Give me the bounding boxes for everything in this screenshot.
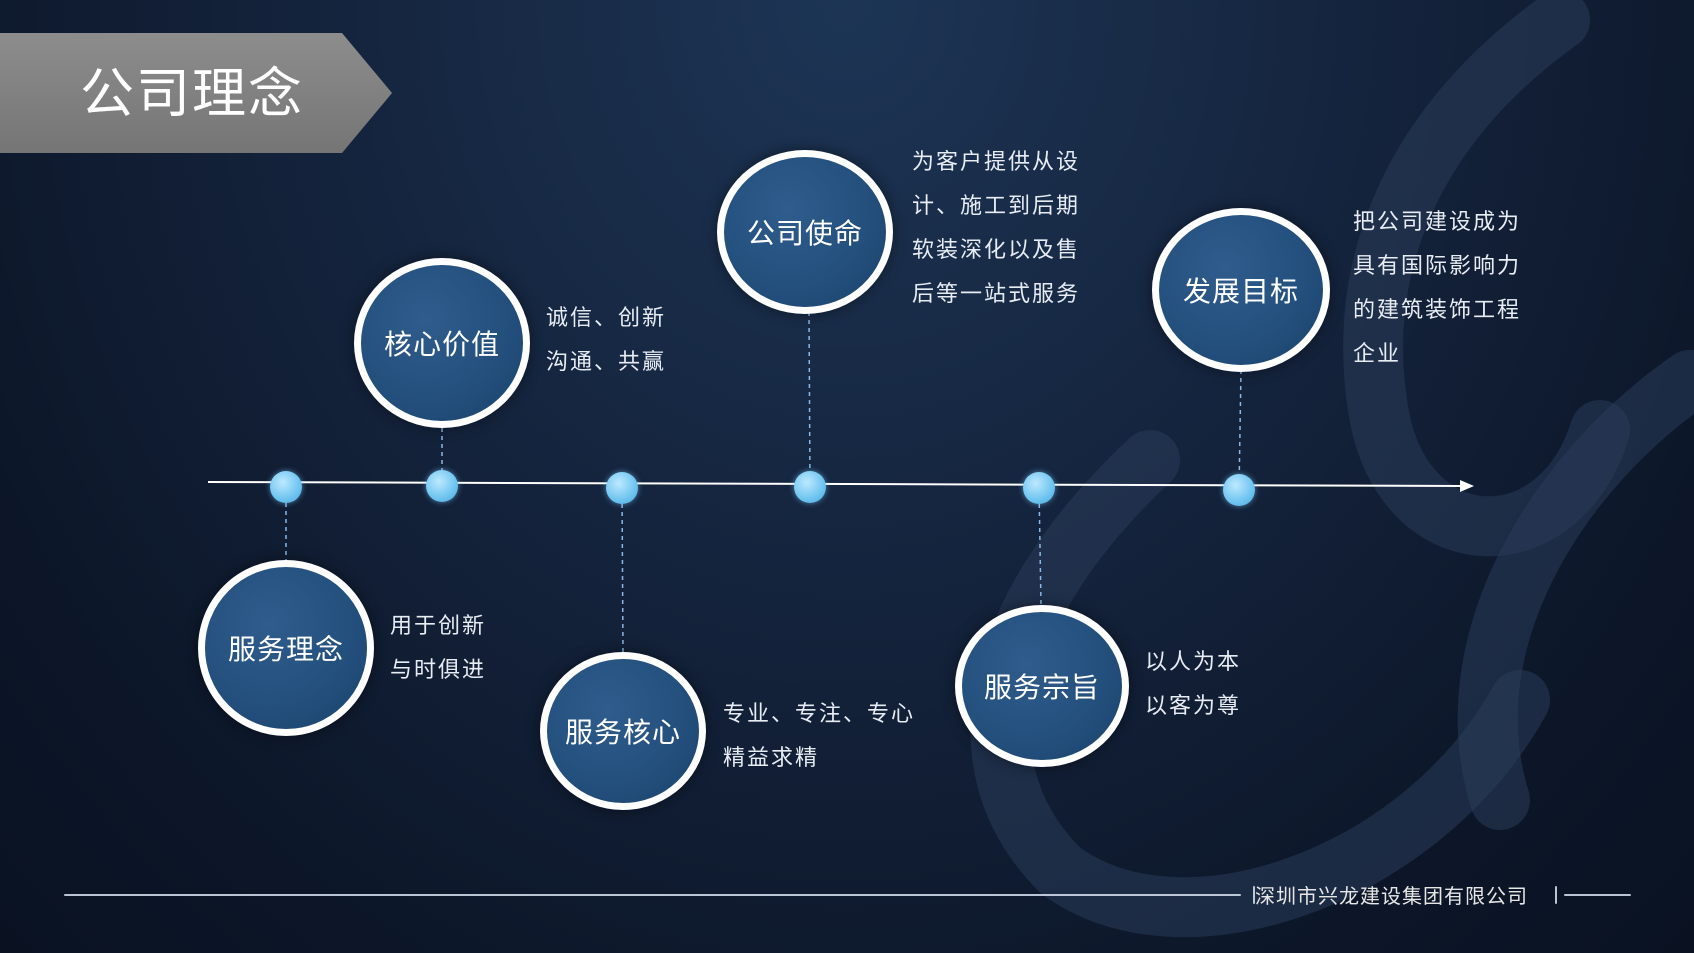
node-company-mission: 公司使命 [717, 150, 893, 314]
description-line: 后等一站式服务 [912, 282, 1081, 307]
timeline-dot [1223, 474, 1255, 506]
title-banner [0, 33, 392, 153]
node-label: 公司使命 [746, 217, 863, 250]
description-line: 用于创新 [390, 614, 487, 639]
description-line: 沟通、共赢 [546, 350, 667, 375]
timeline-dot [794, 471, 826, 503]
connector-3 [621, 487, 624, 656]
node-description: 专业、专注、专心 精益求精 [723, 693, 915, 781]
timeline-dot [606, 472, 638, 504]
description-line: 诚信、创新 [546, 306, 667, 331]
page-title: 公司理念 [80, 62, 304, 125]
description-line: 软装深化以及售 [912, 238, 1081, 263]
description-line: 与时俱进 [390, 658, 487, 683]
timeline-axis [207, 481, 1463, 487]
node-description: 诚信、创新 沟通、共赢 [546, 297, 666, 385]
node-development-goal: 发展目标 [1152, 208, 1330, 372]
node-description: 为客户提供从设 计、施工到后期 软装深化以及售 后等一站式服务 [912, 141, 1080, 317]
footer-company-name: 深圳市兴龙建设集团有限公司 [1255, 884, 1528, 908]
connector-6 [1238, 369, 1242, 491]
description-line: 专业、专注、专心 [723, 702, 916, 727]
timeline-arrow-icon [1460, 480, 1474, 492]
description-line: 以客为尊 [1145, 694, 1242, 719]
description-line: 把公司建设成为 [1353, 210, 1522, 235]
description-line: 计、施工到后期 [912, 194, 1081, 219]
connector-5 [1038, 487, 1042, 606]
description-line: 为客户提供从设 [912, 150, 1081, 175]
node-core-values: 核心价值 [354, 258, 530, 428]
node-label: 服务宗旨 [983, 671, 1100, 704]
node-label: 服务核心 [564, 716, 681, 749]
node-label: 发展目标 [1182, 275, 1299, 308]
description-line: 精益求精 [723, 746, 820, 771]
node-label: 服务理念 [227, 633, 344, 666]
description-line: 以人为本 [1145, 650, 1242, 675]
node-service-tenet: 服务宗旨 [955, 605, 1129, 767]
timeline-dot [270, 471, 302, 503]
node-description: 以人为本 以客为尊 [1145, 641, 1241, 729]
node-service-philosophy: 服务理念 [198, 560, 374, 736]
timeline-dot [1023, 472, 1055, 504]
node-description: 把公司建设成为 具有国际影响力 的建筑装饰工程 企业 [1353, 201, 1521, 377]
node-service-core: 服务核心 [540, 652, 706, 810]
node-description: 用于创新 与时俱进 [390, 605, 486, 693]
node-label: 核心价值 [383, 328, 500, 361]
description-line: 具有国际影响力 [1353, 254, 1522, 279]
description-line: 企业 [1353, 342, 1402, 367]
timeline-dot [426, 470, 458, 502]
description-line: 的建筑装饰工程 [1353, 298, 1522, 323]
connector-4 [808, 311, 811, 488]
